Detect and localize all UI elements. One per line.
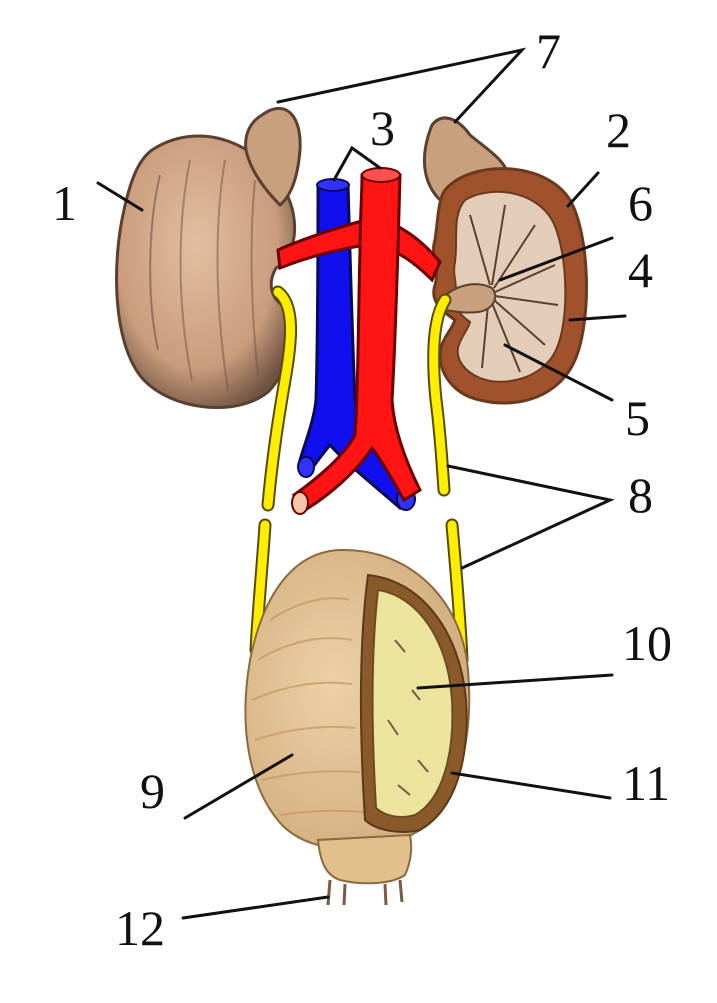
leader-5: [503, 343, 614, 402]
number-labels: 1 2 3 4 5 6 7 8 9 10 11 12: [52, 23, 672, 956]
label-9: 9: [140, 763, 165, 819]
label-4: 4: [628, 242, 653, 298]
label-7: 7: [536, 23, 561, 79]
left-adrenal-gland: [244, 106, 302, 208]
leader-2: [566, 171, 600, 208]
leader-9: [183, 753, 294, 820]
label-12: 12: [115, 900, 165, 956]
label-10: 10: [622, 615, 672, 671]
leader-1: [96, 181, 144, 212]
leader-4: [568, 314, 627, 322]
urinary-bladder: [244, 548, 471, 851]
leader-11: [450, 771, 612, 800]
leader-6: [498, 236, 614, 282]
bladder-mucosa: [371, 588, 454, 818]
urethra-end: [326, 879, 404, 906]
leader-7: [276, 47, 527, 124]
label-8: 8: [628, 467, 653, 523]
leader-10: [416, 673, 614, 690]
renal-pyramids: [469, 204, 559, 373]
right-kidney-section: [422, 116, 588, 405]
renal-pelvis: [439, 283, 497, 314]
label-3: 3: [370, 100, 395, 156]
label-5: 5: [625, 390, 650, 446]
leader-12: [181, 895, 330, 920]
urethra: [316, 833, 413, 885]
abdominal-aorta: [276, 167, 442, 515]
label-2: 2: [606, 102, 631, 158]
label-6: 6: [628, 175, 653, 231]
leader-lines: [96, 47, 627, 920]
leader-3: [332, 145, 382, 182]
label-11: 11: [622, 755, 670, 811]
renal-medulla: [453, 190, 567, 383]
label-1: 1: [52, 175, 77, 231]
leader-8: [446, 464, 615, 570]
